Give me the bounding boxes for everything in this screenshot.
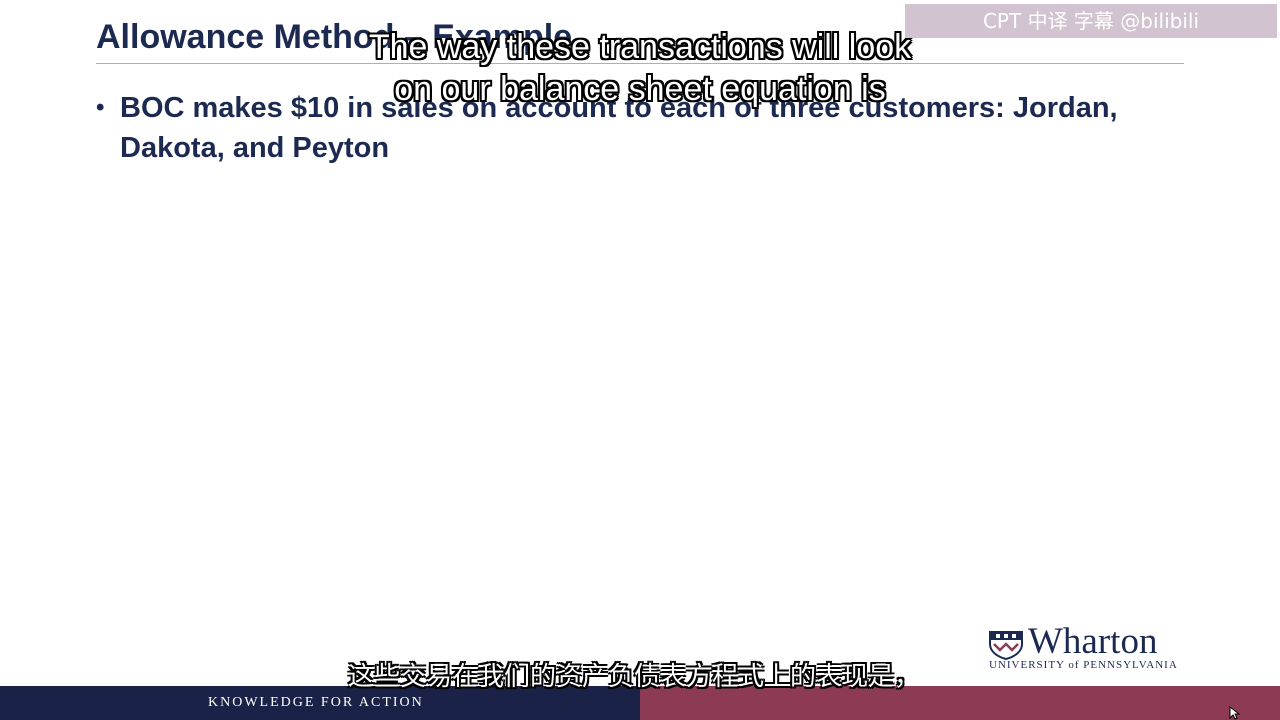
chinese-subtitle: 这些交易在我们的资产负债表方程式上的表现是，	[347, 662, 920, 692]
watermark: CPT 中译 字幕 @bilibili	[905, 4, 1277, 38]
footer-accent-band	[640, 686, 1280, 720]
bullet-list: • BOC makes $10 in sales on account to e…	[96, 88, 1136, 168]
bullet-item: • BOC makes $10 in sales on account to e…	[96, 88, 1136, 168]
logo-name: Wharton	[1028, 621, 1158, 662]
shield-icon	[989, 631, 1023, 660]
footer-bar: KNOWLEDGE FOR ACTION	[0, 686, 1280, 720]
footer-tagline: KNOWLEDGE FOR ACTION	[208, 695, 424, 710]
bullet-symbol: •	[96, 94, 105, 121]
logo-subtitle: UNIVERSITY of PENNSYLVANIA	[989, 659, 1178, 671]
wharton-logo: Wharton UNIVERSITY of PENNSYLVANIA	[988, 621, 1188, 672]
english-subtitle: The way these transactions will look on …	[0, 26, 1280, 110]
title-divider	[96, 63, 1184, 64]
english-subtitle-line: on our balance sheet equation is	[394, 70, 886, 108]
slide-title: Allowance Method – Example	[96, 18, 573, 56]
english-subtitle-line: The way these transactions will look	[368, 28, 912, 66]
bullet-text: BOC makes $10 in sales on account to eac…	[120, 92, 1118, 164]
cursor-icon	[1229, 706, 1241, 720]
